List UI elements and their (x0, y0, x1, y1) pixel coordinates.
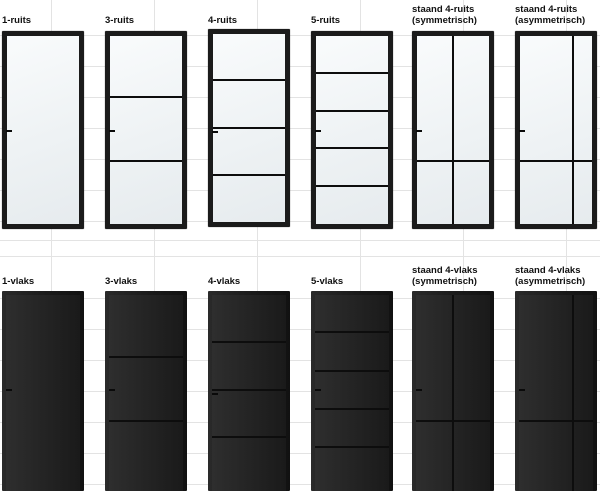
panel-groove (315, 370, 389, 372)
panel-groove (572, 295, 574, 491)
muntin-bar (213, 174, 285, 176)
panel-groove (315, 408, 389, 410)
glass-pane (110, 36, 182, 224)
door-label: staand 4-ruits (asymmetrisch) (515, 4, 586, 26)
door-card-staand-4-ruits-symmetrisch: staand 4-ruits (symmetrisch) (412, 0, 512, 240)
panel-groove (212, 341, 286, 343)
panel-groove (109, 356, 183, 358)
door-handle-icon (109, 389, 115, 391)
muntin-bar (417, 160, 489, 162)
muntin-bar (110, 96, 182, 98)
panel-groove (315, 446, 389, 448)
door-label: 4-vlaks (208, 276, 241, 287)
muntin-bar (572, 36, 574, 224)
panel-groove (315, 331, 389, 333)
glass-door-4-panes (208, 29, 290, 227)
door-label: 5-vlaks (311, 276, 344, 287)
door-card-3-vlaks: 3-vlaks (105, 260, 205, 491)
door-label: 3-ruits (105, 15, 135, 26)
door-handle-icon (6, 389, 12, 391)
door-card-4-vlaks: 4-vlaks (208, 260, 308, 491)
door-panel (519, 295, 593, 491)
muntin-bar (452, 36, 454, 224)
muntin-bar (316, 110, 388, 112)
door-card-staand-4-ruits-asymmetrisch: staand 4-ruits (asymmetrisch) (515, 0, 600, 240)
muntin-bar (316, 72, 388, 74)
solid-door-3-panels (105, 291, 187, 491)
door-card-staand-4-vlaks-symmetrisch: staand 4-vlaks (symmetrisch) (412, 260, 512, 491)
solid-door-vertical-asymmetric (515, 291, 597, 491)
door-label: 5-ruits (311, 15, 341, 26)
door-handle-icon (315, 389, 321, 391)
door-label: staand 4-vlaks (symmetrisch) (412, 265, 478, 287)
glass-door-3-panes (105, 31, 187, 229)
door-handle-icon (212, 393, 218, 395)
door-panel (109, 295, 183, 491)
muntin-bar (316, 147, 388, 149)
door-handle-icon (6, 130, 12, 132)
panel-groove (452, 295, 454, 491)
muntin-bar (520, 160, 592, 162)
door-handle-icon (519, 389, 525, 391)
door-panel (6, 295, 80, 491)
panel-groove (416, 420, 490, 422)
door-handle-icon (416, 130, 422, 132)
solid-door-1-panel (2, 291, 84, 491)
door-card-1-ruits: 1-ruits (2, 0, 102, 240)
door-card-3-ruits: 3-ruits (105, 0, 205, 240)
glass-door-vertical-asymmetric (515, 31, 597, 229)
door-handle-icon (416, 389, 422, 391)
door-label: 1-ruits (2, 15, 32, 26)
glass-pane (316, 36, 388, 224)
door-label: 3-vlaks (105, 276, 138, 287)
glass-door-1-pane (2, 31, 84, 229)
panel-groove (109, 420, 183, 422)
door-panel (212, 295, 286, 491)
panel-groove (212, 389, 286, 391)
muntin-bar (213, 79, 285, 81)
door-card-4-ruits: 4-ruits (208, 0, 308, 240)
door-card-5-vlaks: 5-vlaks (311, 260, 411, 491)
door-label: staand 4-ruits (symmetrisch) (412, 4, 477, 26)
solid-door-vertical-symmetric (412, 291, 494, 491)
door-card-5-ruits: 5-ruits (311, 0, 411, 240)
panel-groove (519, 420, 593, 422)
door-card-staand-4-vlaks-asymmetrisch: staand 4-vlaks (asymmetrisch) (515, 260, 600, 491)
door-handle-icon (109, 130, 115, 132)
door-label: 4-ruits (208, 15, 238, 26)
door-handle-icon (315, 130, 321, 132)
door-label: 1-vlaks (2, 276, 35, 287)
glass-door-vertical-symmetric (412, 31, 494, 229)
solid-door-4-panels (208, 291, 290, 491)
glass-pane (520, 36, 592, 224)
glass-pane (7, 36, 79, 224)
solid-door-5-panels (311, 291, 393, 491)
door-handle-icon (212, 131, 218, 133)
door-label: staand 4-vlaks (asymmetrisch) (515, 265, 586, 287)
door-handle-icon (519, 130, 525, 132)
muntin-bar (213, 127, 285, 129)
glass-door-5-panes (311, 31, 393, 229)
muntin-bar (110, 160, 182, 162)
panel-groove (212, 436, 286, 438)
door-card-1-vlaks: 1-vlaks (2, 260, 102, 491)
muntin-bar (316, 185, 388, 187)
door-panel (315, 295, 389, 491)
